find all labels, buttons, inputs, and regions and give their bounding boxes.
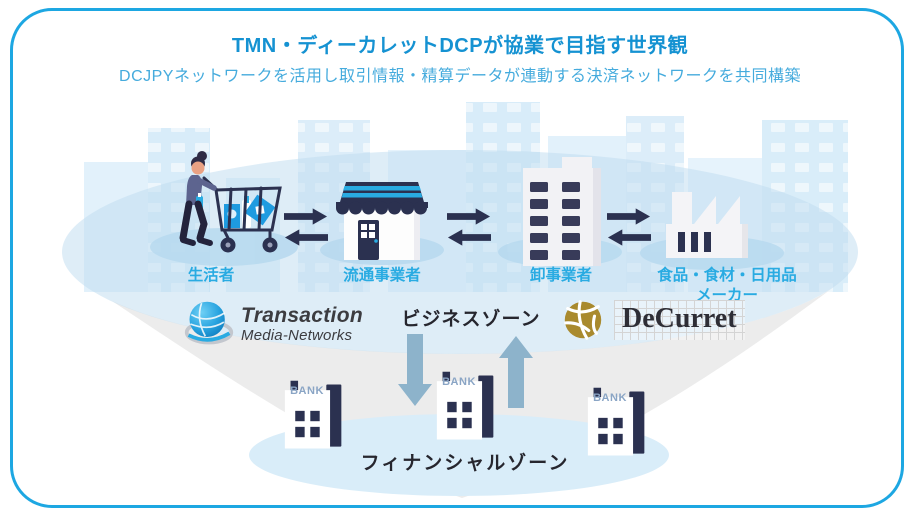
decurret-logo-text: DeCurret	[614, 300, 745, 340]
exchange-arrows-icon	[284, 208, 328, 246]
tmn-logo-line2: Media-Networks	[241, 327, 353, 344]
up-arrow-icon	[499, 336, 533, 408]
office-building-icon	[523, 157, 601, 266]
financial-zone-label: フィナンシャルゾーン	[360, 453, 570, 474]
actor-label-maker-line1: 食品・食材・日用品	[657, 267, 797, 284]
diagram-frame	[10, 8, 904, 508]
bank-label: BANK	[290, 385, 324, 397]
page-title: TMN・ディーカレットDCPが協業で目指す世界観	[231, 35, 689, 57]
actor-label-consumer: 生活者	[187, 267, 235, 284]
decurret-globe-icon	[564, 300, 602, 340]
tmn-logo: Transaction Media-Networks	[183, 298, 363, 350]
actor-label-distribution: 流通事業者	[343, 267, 421, 284]
actor-label-wholesale: 卸事業者	[529, 267, 592, 284]
bank-building-graphic	[436, 371, 494, 440]
bank-building-graphic	[284, 380, 342, 449]
shopper-cart-icon	[179, 151, 282, 253]
financial-zone-ellipse	[249, 414, 669, 496]
decurret-logo: DeCurret	[560, 297, 745, 343]
page-subtitle: DCJPYネットワークを活用し取引情報・精算データが連動する決済ネットワークを共…	[119, 68, 801, 85]
actor-label-maker: 食品・食材・日用品 メーカー	[632, 266, 822, 306]
tmn-globe-icon	[184, 301, 234, 345]
bank-label: BANK	[593, 392, 627, 404]
bank-icon: BANK	[435, 366, 499, 449]
bank-icon: BANK	[283, 375, 347, 458]
down-arrow-icon	[398, 334, 432, 406]
exchange-arrows-icon	[607, 208, 651, 246]
tmn-logo-text: Transaction Media-Networks	[241, 305, 363, 343]
bank-building-graphic	[587, 387, 645, 456]
bank-icon: BANK	[586, 382, 650, 465]
actor-label-maker-line2: メーカー	[695, 287, 758, 304]
factory-icon	[666, 192, 748, 258]
tmn-logo-line1: Transaction	[241, 304, 363, 327]
bank-label: BANK	[442, 376, 476, 388]
business-zone-label: ビジネスゾーン	[401, 309, 541, 330]
storefront-icon	[336, 182, 428, 260]
exchange-arrows-icon	[447, 208, 491, 246]
